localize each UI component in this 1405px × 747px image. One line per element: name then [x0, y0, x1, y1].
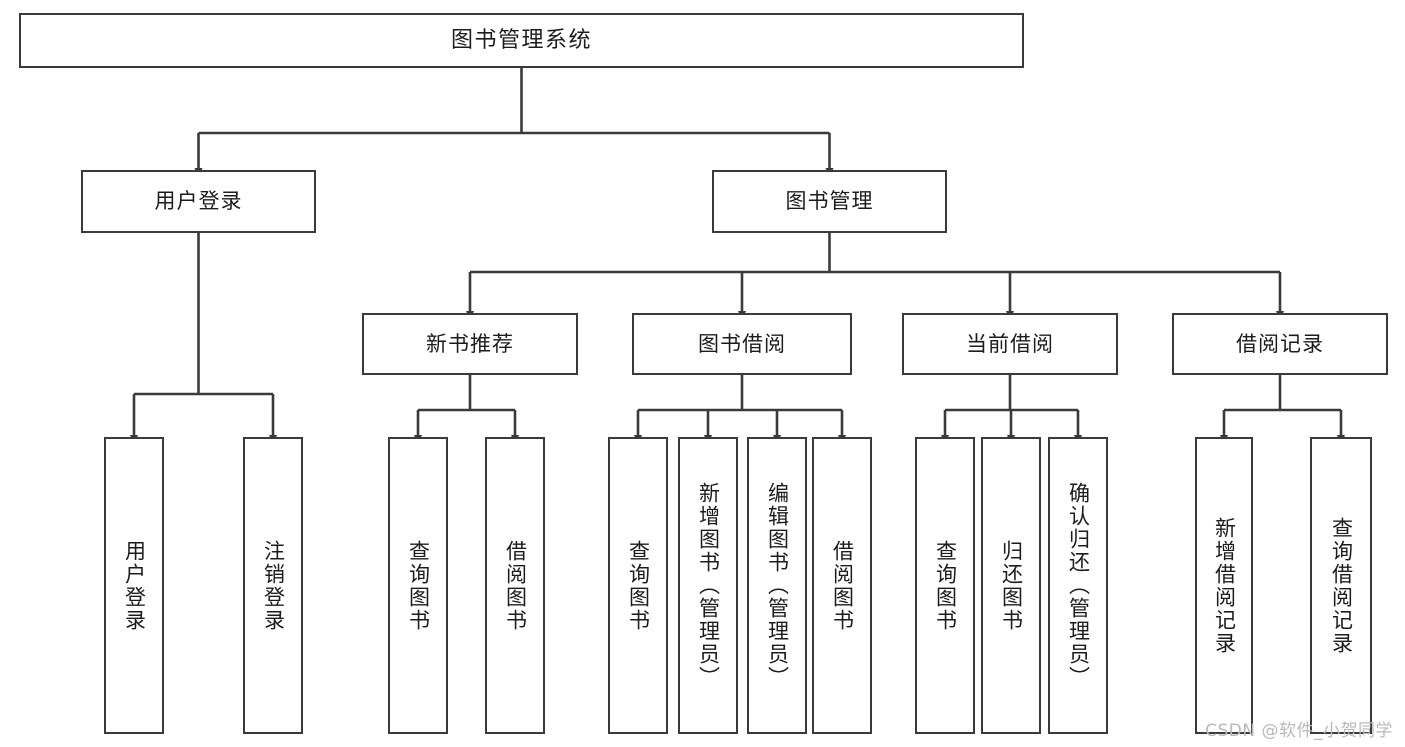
node-leaf-query-borrow-record[interactable]: 查询借阅记录	[1310, 437, 1372, 734]
node-leaf-logout-label: 注销登录	[261, 539, 286, 632]
node-root[interactable]: 图书管理系统	[19, 13, 1024, 68]
node-leaf-return-book[interactable]: 归还图书	[981, 437, 1041, 734]
node-leaf-logout[interactable]: 注销登录	[243, 437, 303, 734]
node-leaf-add-borrow-record-label: 新增借阅记录	[1212, 516, 1237, 655]
node-leaf-confirm-return-admin[interactable]: 确认归还（管理员）	[1048, 437, 1108, 734]
node-root-label: 图书管理系统	[450, 27, 592, 53]
node-leaf-query-borrow-record-label: 查询借阅记录	[1329, 516, 1354, 655]
watermark: CSDN @软件_小贺同学	[1205, 721, 1393, 741]
node-level3-current-borrow-label: 当前借阅	[966, 331, 1054, 356]
node-leaf-borrow-book-new[interactable]: 借阅图书	[485, 437, 545, 734]
node-leaf-borrow-book[interactable]: 借阅图书	[812, 437, 872, 734]
node-leaf-user-login[interactable]: 用户登录	[104, 437, 164, 734]
node-leaf-borrow-book-label: 借阅图书	[830, 539, 855, 632]
node-level3-borrow-record[interactable]: 借阅记录	[1172, 313, 1388, 375]
node-leaf-add-book-admin-label: 新增图书（管理员）	[696, 482, 721, 689]
node-level3-book-borrow[interactable]: 图书借阅	[632, 313, 852, 375]
node-level2-user-login-label: 用户登录	[154, 189, 243, 214]
node-leaf-user-login-label: 用户登录	[122, 539, 147, 632]
node-level3-borrow-record-label: 借阅记录	[1236, 331, 1324, 356]
node-level2-book-management-label: 图书管理	[785, 189, 874, 214]
node-leaf-query-book-current[interactable]: 查询图书	[915, 437, 975, 734]
node-level3-new-book-recommend-label: 新书推荐	[426, 331, 514, 356]
node-leaf-add-book-admin[interactable]: 新增图书（管理员）	[678, 437, 738, 734]
node-level3-book-borrow-label: 图书借阅	[698, 331, 786, 356]
node-leaf-borrow-book-new-label: 借阅图书	[503, 539, 528, 632]
node-leaf-query-book-new-label: 查询图书	[406, 539, 431, 632]
node-leaf-return-book-label: 归还图书	[999, 539, 1024, 632]
node-leaf-query-book-borrow[interactable]: 查询图书	[608, 437, 668, 734]
node-level2-user-login[interactable]: 用户登录	[81, 170, 316, 233]
node-leaf-query-book-new[interactable]: 查询图书	[388, 437, 448, 734]
node-leaf-query-book-borrow-label: 查询图书	[626, 539, 651, 632]
node-leaf-query-book-current-label: 查询图书	[933, 539, 958, 632]
node-level3-new-book-recommend[interactable]: 新书推荐	[362, 313, 578, 375]
node-leaf-edit-book-admin[interactable]: 编辑图书（管理员）	[747, 437, 807, 734]
node-level3-current-borrow[interactable]: 当前借阅	[902, 313, 1118, 375]
node-leaf-edit-book-admin-label: 编辑图书（管理员）	[765, 482, 790, 689]
node-level2-book-management[interactable]: 图书管理	[712, 170, 947, 233]
node-leaf-add-borrow-record[interactable]: 新增借阅记录	[1195, 437, 1253, 734]
node-leaf-confirm-return-admin-label: 确认归还（管理员）	[1066, 482, 1091, 689]
